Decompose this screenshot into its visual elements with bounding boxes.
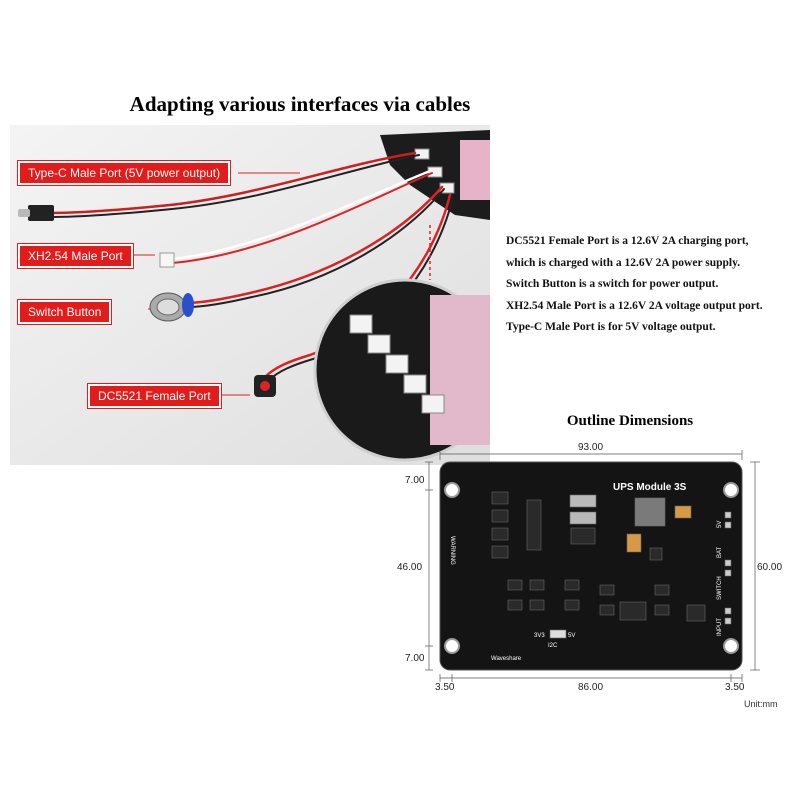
description-line: XH2.54 Male Port is a 12.6V 2A voltage o… (506, 299, 763, 312)
board-brand: Waveshare (491, 656, 522, 662)
mount-hole (444, 638, 460, 654)
callout-switch: Switch Button (18, 300, 112, 324)
description-line: DC5521 Female Port is a 12.6V 2A chargin… (506, 235, 749, 247)
description-line: Switch Button is a switch for power outp… (506, 278, 719, 290)
cables (48, 151, 454, 382)
board-name: UPS Module 3S (613, 482, 687, 493)
dimension-hole-span: 86.00 (578, 682, 603, 693)
description-line: which is charged with a 12.6V 2A power s… (506, 256, 741, 269)
board-label-5v: 5V (568, 633, 575, 639)
description-line: Type-C Male Port is for 5V voltage outpu… (506, 321, 716, 333)
type-c-plug (18, 205, 54, 221)
dimensions-title: Outline Dimensions (566, 413, 694, 429)
dimension-bottom-offset: 7.00 (405, 653, 425, 664)
board-label-bat: BAT (717, 546, 723, 558)
board-label-5v-side: 5V (717, 521, 723, 528)
board-label-i2c: I2C (548, 643, 558, 649)
zoom-inset (313, 225, 490, 462)
dc5521-jack (254, 375, 276, 397)
board-label-switch: SWITCH (717, 576, 723, 600)
mount-hole (723, 638, 739, 654)
board-label-warning: WARNING (449, 536, 455, 565)
board-label-3v3: 3V3 (534, 633, 545, 639)
callout-type-c: Type-C Male Port (5V power output) (18, 161, 231, 185)
cable-illustration (10, 125, 490, 465)
dimension-right-offset: 3.50 (725, 682, 745, 693)
board-outline (439, 461, 743, 671)
callout-xh254: XH2.54 Male Port (18, 244, 133, 268)
unit-label: Unit:mm (744, 699, 778, 709)
outline-dimensions-drawing: UPS Module 3S Waveshare 3V3 5V I2C WARNI… (397, 442, 782, 693)
dimension-lines (425, 450, 760, 682)
dimension-left-offset: 3.50 (435, 682, 455, 693)
mount-hole (723, 482, 739, 498)
xh254-plug (159, 252, 175, 268)
board-label-input: INPUT (717, 618, 723, 636)
dimension-top-offset: 7.00 (405, 475, 425, 486)
dimension-middle-span: 46.00 (397, 562, 422, 573)
product-photo: Type-C Male Port (5V power output) XH2.5… (10, 125, 490, 465)
switch-button (149, 292, 194, 322)
mount-hole (444, 482, 460, 498)
dimension-height: 60.00 (757, 562, 782, 573)
main-title: Adapting various interfaces via cables (129, 92, 471, 116)
callout-dc5521: DC5521 Female Port (88, 384, 221, 408)
dimension-width: 93.00 (578, 442, 603, 453)
feature-description: DC5521 Female Port is a 12.6V 2A chargin… (506, 231, 796, 339)
board-components (491, 491, 732, 639)
callout-leaders (130, 172, 300, 396)
